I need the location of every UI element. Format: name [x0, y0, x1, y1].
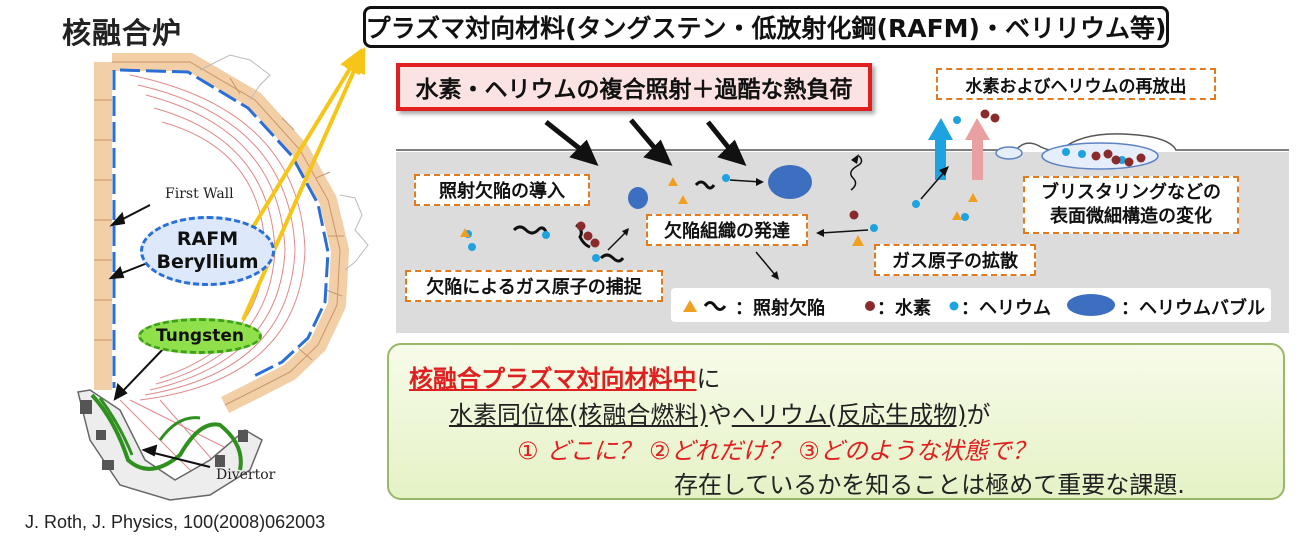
citation: J. Roth, J. Physics, 100(2008)062003	[25, 512, 326, 532]
defect-introduction-label: 照射欠陥の導入	[414, 174, 590, 206]
helium-bubble-large	[768, 165, 812, 199]
small-blister-bubble	[995, 146, 1023, 160]
helium-legend-icon	[949, 301, 959, 311]
bubble-legend-icon	[1067, 294, 1115, 316]
defect-legend-icon	[683, 300, 727, 312]
divertor-label: Divertor	[216, 467, 276, 483]
blistering-label: ブリスタリングなどの 表面微細構造の変化	[1023, 176, 1239, 234]
rafm-beryllium-label: RAFM Beryllium	[140, 216, 275, 286]
surface-process-illustration	[396, 109, 1289, 280]
legend-helium: ：ヘリウム	[961, 298, 1051, 319]
summary-conj: や	[707, 401, 732, 429]
gas-trapping-label: 欠陥によるガス原子の捕捉	[405, 270, 663, 302]
tungsten-armor	[90, 393, 243, 471]
legend-bubble: ：ヘリウムバブル	[1121, 298, 1265, 319]
blistering-line2: 表面微細構造の変化	[1050, 206, 1212, 227]
beryllium-text: Beryllium	[156, 251, 259, 273]
materials-header: プラズマ対向材料(タングステン・低放射化鋼(RAFM)・ベリリウム等)	[363, 6, 1169, 48]
blistering-line1: ブリスタリングなどの	[1041, 181, 1221, 203]
summary-helium: ヘリウム(反応生成物)	[731, 401, 967, 429]
page-title: 核融合炉	[62, 16, 183, 50]
defect-structure-label: 欠陥組織の発達	[646, 214, 808, 246]
reemission-label: 水素およびヘリウムの再放出	[936, 68, 1216, 100]
summary-particle: が	[966, 401, 991, 429]
tungsten-label: Tungsten	[138, 318, 262, 354]
helium-bubble-small	[628, 187, 648, 209]
reactor-illustration	[77, 46, 369, 501]
rafm-text: RAFM	[176, 228, 239, 251]
summary-line1-end: に	[696, 365, 721, 393]
divertor-structure	[77, 389, 263, 501]
summary-conclusion: 存在しているかを知ることは極めて重要な課題.	[674, 471, 1185, 499]
summary-questions: ① どこに？ ②どれだけ？ ③どのような状態で？	[517, 437, 1036, 465]
legend-defect: ：照射欠陥	[735, 298, 825, 319]
first-wall-label: First Wall	[165, 186, 234, 202]
hydrogen-reemission-arrow	[972, 138, 983, 180]
gas-diffusion-label: ガス原子の拡散	[874, 244, 1036, 276]
helium-reemission-arrow	[935, 138, 946, 180]
irradiation-box: 水素・ヘリウムの複合照射＋過酷な熱負荷	[396, 63, 872, 111]
legend: ：照射欠陥 ：水素 ：ヘリウム ：ヘリウムバブル	[671, 288, 1271, 322]
legend-hydrogen: ：水素	[877, 298, 931, 319]
summary-hydrogen: 水素同位体(核融合燃料)	[449, 401, 708, 429]
summary-highlight: 核融合プラズマ対向材料中	[409, 365, 697, 393]
summary-box: 核融合プラズマ対向材料中に 水素同位体(核融合燃料)やヘリウム(反応生成物)が …	[387, 343, 1285, 500]
hydrogen-legend-icon	[865, 301, 875, 311]
